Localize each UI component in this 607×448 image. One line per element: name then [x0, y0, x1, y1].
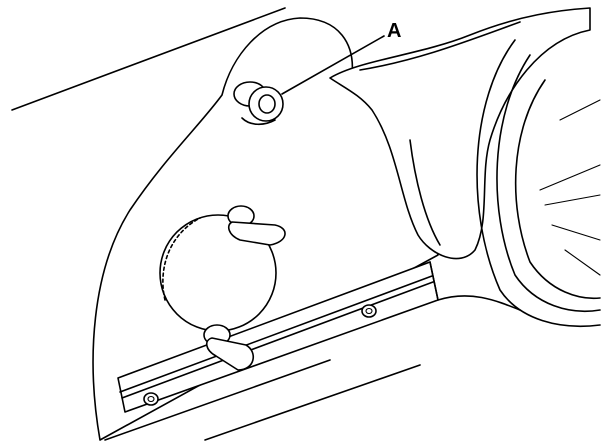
bolt-icon	[143, 392, 159, 406]
guide-rail	[117, 261, 439, 413]
wheel	[476, 39, 601, 328]
upper-wing-nut	[227, 205, 286, 246]
bolt-icon	[361, 304, 377, 318]
knob-a	[233, 81, 284, 126]
fender-arch	[329, 7, 591, 260]
machine-body-outline	[11, 7, 521, 441]
lower-wing-nut	[203, 324, 255, 371]
callout-label-a: A	[387, 20, 401, 42]
callout-a: A	[281, 20, 401, 95]
